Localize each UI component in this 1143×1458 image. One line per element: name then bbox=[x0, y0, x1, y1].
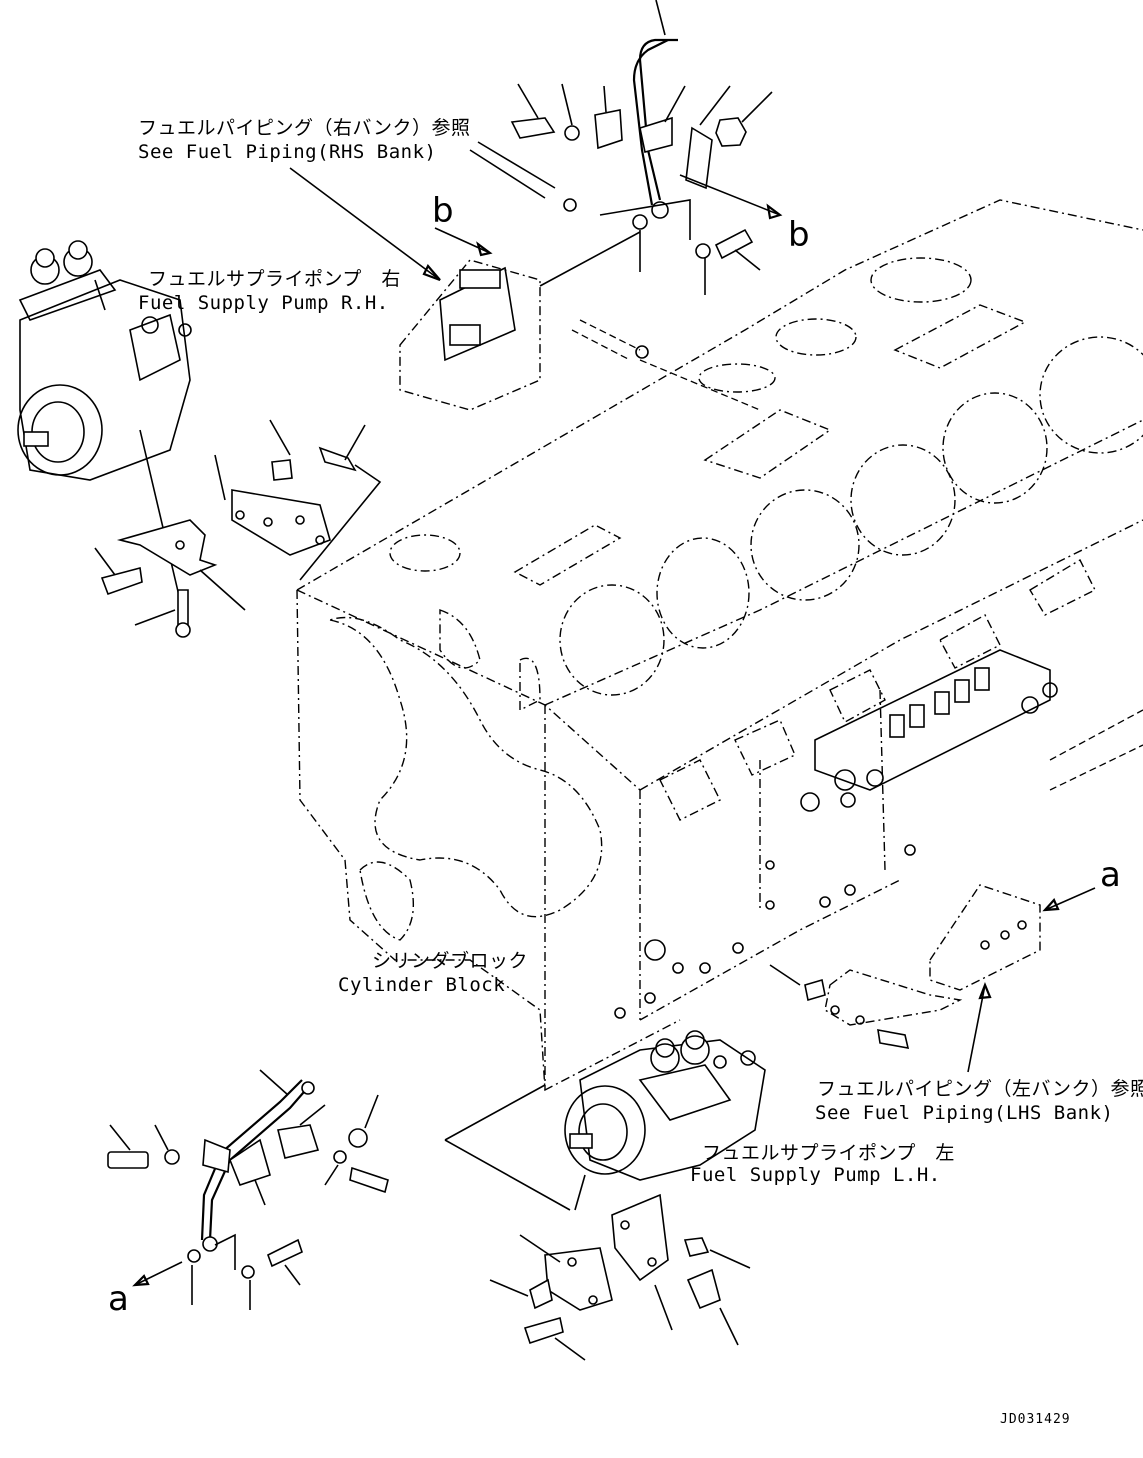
rh-fuel-pump bbox=[17, 240, 382, 638]
cylinder-block-outline bbox=[296, 199, 1143, 1092]
ref-a-left: a bbox=[108, 1279, 129, 1319]
lh-fuel-pump bbox=[444, 1030, 766, 1361]
fuel-pump-rh-en: Fuel Supply Pump R.H. bbox=[138, 292, 389, 314]
fuel-piping-lhs-ja: フュエルパイピング（左バンク）参照 bbox=[817, 1078, 1143, 1100]
cylinder-bore bbox=[1039, 336, 1143, 454]
fuel-pump-lh-ja: フュエルサプライポンプ 左 bbox=[702, 1142, 955, 1164]
cylinder-block-ja: シリンダブロック bbox=[372, 950, 529, 972]
cylinder-bore bbox=[750, 489, 860, 601]
ref-b-top: b bbox=[432, 191, 454, 231]
rh-pipe-group bbox=[289, 0, 783, 411]
fuel-piping-lhs-en: See Fuel Piping(LHS Bank) bbox=[815, 1102, 1114, 1124]
ref-a-right: a bbox=[1100, 855, 1121, 895]
cylinder-bore bbox=[850, 444, 956, 556]
fuel-pump-lh-en: Fuel Supply Pump L.H. bbox=[690, 1164, 941, 1186]
cylinder-bore bbox=[942, 392, 1048, 504]
lh-bank-bracket bbox=[769, 884, 1096, 1073]
drawing-code: JD031429 bbox=[1000, 1412, 1071, 1427]
cylinder-block-en: Cylinder Block bbox=[338, 974, 506, 996]
cylinder-bore bbox=[559, 584, 665, 696]
ref-b-right: b bbox=[788, 215, 810, 255]
lh-pipe-group bbox=[107, 1069, 389, 1310]
cylinder-bore bbox=[656, 537, 750, 649]
fuel-rail bbox=[800, 649, 1058, 812]
fuel-pump-rh-ja: フュエルサプライポンプ 右 bbox=[148, 268, 401, 290]
fuel-piping-rhs-en: See Fuel Piping(RHS Bank) bbox=[138, 141, 437, 163]
fuel-piping-rhs-ja: フュエルパイピング（右バンク）参照 bbox=[138, 117, 471, 139]
